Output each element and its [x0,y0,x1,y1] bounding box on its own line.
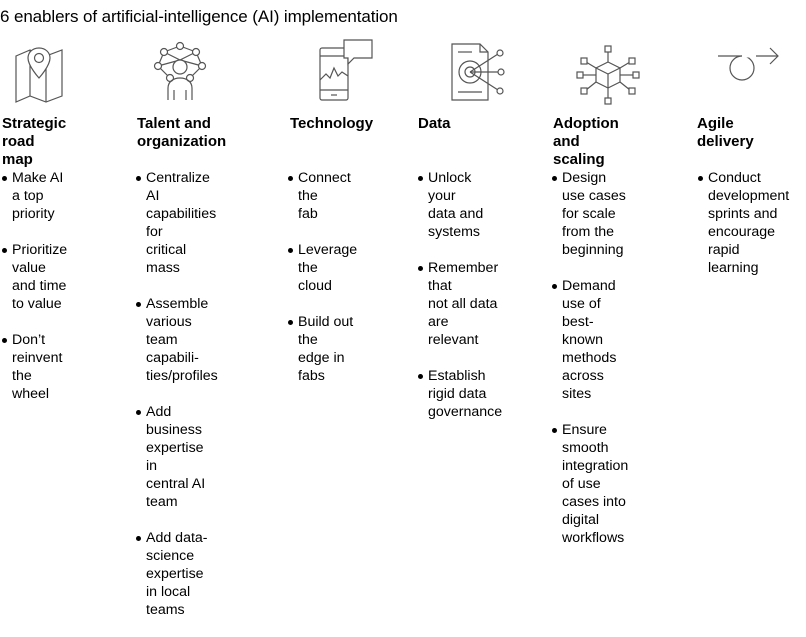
bullet-list: Design use cases for scale from the begi… [552,169,628,565]
data-document-icon [442,38,522,106]
bullet-dot [288,320,293,325]
enabler-heading: Technology [290,115,374,132]
bullet-dot [552,176,557,181]
list-item: Build out the edge in fabs [288,313,357,385]
enabler-heading: Agile delivery [697,115,754,150]
bullet-dot [418,176,423,181]
network-person-icon [148,38,228,106]
enabler-heading: Strategic road map [2,115,67,168]
bullet-dot [136,536,141,541]
enabler-heading: Data [418,115,451,132]
list-item: Centralize AI capabilities for critical … [136,169,218,277]
bullet-dot [2,248,7,253]
loop-arrow-icon [716,38,796,106]
list-item: Leverage the cloud [288,241,357,295]
map-pin-icon [10,38,90,106]
bullet-list: Make AI a top priority Prioritize value … [2,169,67,421]
list-item: Design use cases for scale from the begi… [552,169,628,259]
list-item: Connect the fab [288,169,357,223]
bullet-list: Centralize AI capabilities for critical … [136,169,218,637]
list-item: Establish rigid data governance [418,367,502,421]
bullet-list: Conduct development sprints and encourag… [698,169,789,295]
list-item: Add data-science expertise in local team… [136,529,218,619]
bullet-list: Unlock your data and systems Remember th… [418,169,502,439]
list-item: Unlock your data and systems [418,169,502,241]
bullet-dot [552,428,557,433]
enabler-heading: Adoption and scaling [553,115,619,168]
list-item: Demand use of best-known methods across … [552,277,628,403]
bullet-dot [418,374,423,379]
list-item: Assemble various team capabili- ties/pro… [136,295,218,385]
bullet-dot [288,248,293,253]
list-item: Add business expertise in central AI tea… [136,403,218,511]
bullet-dot [136,302,141,307]
cube-network-icon [572,38,652,106]
bullet-dot [698,176,703,181]
enabler-heading: Talent and organization [137,115,227,150]
list-item: Prioritize value and time to value [2,241,67,313]
bullet-dot [136,176,141,181]
bullet-dot [2,176,7,181]
bullet-dot [288,176,293,181]
phone-chat-icon [312,38,392,106]
bullet-dot [2,338,7,343]
bullet-dot [418,266,423,271]
list-item: Don’t reinvent the wheel [2,331,67,403]
page-title: 6 enablers of artificial-intelligence (A… [0,7,398,26]
list-item: Conduct development sprints and encourag… [698,169,789,277]
bullet-dot [136,410,141,415]
bullet-list: Connect the fab Leverage the cloud Build… [288,169,357,403]
list-item: Make AI a top priority [2,169,67,223]
list-item: Remember that not all data are relevant [418,259,502,349]
bullet-dot [552,284,557,289]
